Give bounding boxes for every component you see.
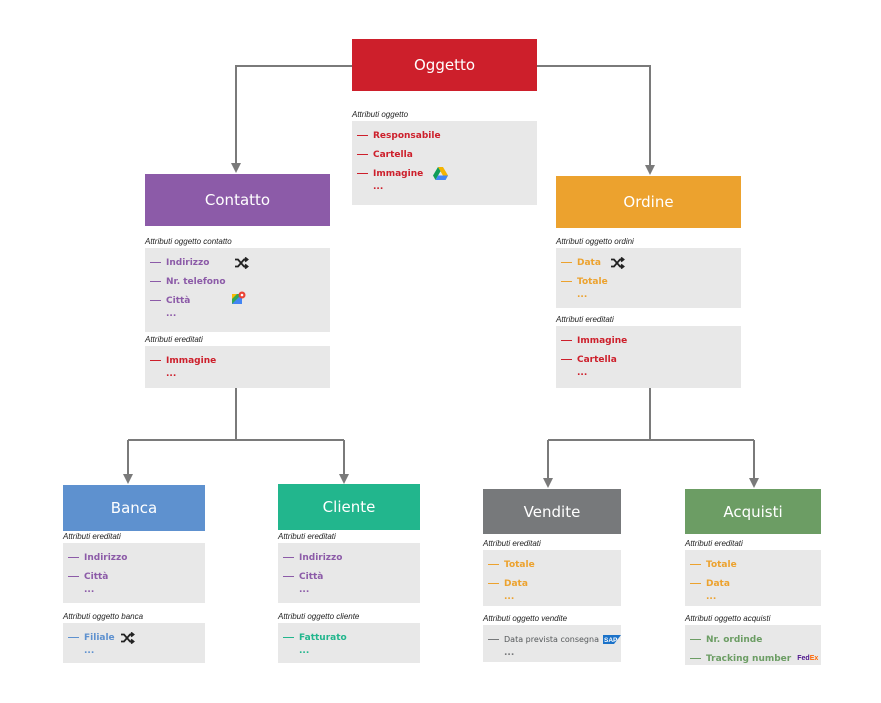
contatto-own-section-label: Attributi oggetto contatto xyxy=(145,237,232,246)
attribute-item: Città xyxy=(68,567,205,586)
attribute-item: Data xyxy=(488,574,621,593)
banca-inherited-attributes-panel: Indirizzo Città ... xyxy=(63,543,205,603)
shuffle-icon xyxy=(120,631,135,644)
attribute-item: Data xyxy=(561,253,741,272)
cliente-title: Cliente xyxy=(322,498,376,516)
google-drive-icon xyxy=(433,167,449,180)
attribute-item: Responsabile xyxy=(357,126,537,145)
attribute-item: Città xyxy=(150,291,330,310)
connector-oggetto-ordine xyxy=(537,65,655,175)
oggetto-title: Oggetto xyxy=(413,56,476,74)
attribute-item: Nr. ordinde xyxy=(690,630,821,649)
contatto-inherited-attributes-panel: Immagine ... xyxy=(145,346,330,388)
google-maps-icon xyxy=(232,291,246,305)
more-attributes: ... xyxy=(299,646,310,656)
more-attributes: ... xyxy=(706,592,717,602)
attribute-item: Totale xyxy=(690,555,821,574)
vendite-header: Vendite xyxy=(483,489,621,534)
attribute-item: Fatturato xyxy=(283,628,420,647)
cliente-inherited-section-label: Attributi ereditati xyxy=(278,532,336,541)
more-attributes: ... xyxy=(166,369,177,379)
vendite-inherited-section-label: Attributi ereditati xyxy=(483,539,541,548)
cliente-own-section-label: Attributi oggetto cliente xyxy=(278,612,360,621)
more-attributes: ... xyxy=(577,368,588,378)
connector-oggetto-contatto xyxy=(231,65,352,173)
more-attributes: ... xyxy=(84,646,95,656)
fedex-logo-fed: Fed xyxy=(797,655,810,662)
attribute-item: Filiale xyxy=(68,628,205,647)
ordine-inherited-section-label: Attributi ereditati xyxy=(556,315,614,324)
sap-logo-icon: SAP xyxy=(602,635,621,644)
oggetto-section-label: Attributi oggetto xyxy=(352,110,409,119)
shuffle-icon xyxy=(235,256,250,269)
contatto-header: Contatto xyxy=(145,174,330,226)
attribute-item: Indirizzo xyxy=(150,253,330,272)
oggetto-header: Oggetto xyxy=(352,39,537,91)
contatto-title: Contatto xyxy=(204,191,271,209)
more-attributes: ... xyxy=(166,309,177,319)
attribute-item: Immagine xyxy=(561,331,741,350)
more-attributes: ... xyxy=(504,648,515,658)
shuffle-icon xyxy=(610,256,625,269)
banca-own-section-label: Attributi oggetto banca xyxy=(63,612,144,621)
contatto-own-attributes-panel: Indirizzo Nr. telefono Città ... xyxy=(145,248,330,332)
cliente-own-attributes-panel: Fatturato ... xyxy=(278,623,420,663)
attribute-item: Immagine xyxy=(150,351,330,370)
ordine-title: Ordine xyxy=(623,193,674,211)
acquisti-title: Acquisti xyxy=(723,502,783,521)
vendite-own-section-label: Attributi oggetto vendite xyxy=(483,614,568,623)
ordine-own-attributes-panel: Data Totale ... xyxy=(556,248,741,308)
ordine-own-section-label: Attributi oggetto ordini xyxy=(556,237,634,246)
cliente-inherited-attributes-panel: Indirizzo Città ... xyxy=(278,543,420,603)
acquisti-inherited-section-label: Attributi ereditati xyxy=(685,539,743,548)
more-attributes: ... xyxy=(84,585,95,595)
more-attributes: ... xyxy=(299,585,310,595)
contatto-inherited-section-label: Attributi ereditati xyxy=(145,335,203,344)
acquisti-header: Acquisti xyxy=(685,489,821,534)
fedex-logo-ex: Ex xyxy=(809,655,819,662)
attribute-item: Totale xyxy=(488,555,621,574)
vendite-inherited-attributes-panel: Totale Data ... xyxy=(483,550,621,606)
ordine-header: Ordine xyxy=(556,176,741,228)
attribute-item: Cartella xyxy=(561,350,741,369)
attribute-item: Indirizzo xyxy=(68,548,205,567)
vendite-title: Vendite xyxy=(523,502,581,521)
attribute-item: Indirizzo xyxy=(283,548,420,567)
banca-title: Banca xyxy=(110,499,158,517)
attribute-item: Nr. telefono xyxy=(150,272,330,291)
attribute-item: Data prevista consegna SAP xyxy=(488,630,621,649)
attribute-item: Immagine xyxy=(357,164,537,183)
banca-own-attributes-panel: Filiale ... xyxy=(63,623,205,663)
cliente-header: Cliente xyxy=(278,484,420,530)
attribute-item: Città xyxy=(283,567,420,586)
attribute-item: Data xyxy=(690,574,821,593)
more-attributes: ... xyxy=(504,592,515,602)
sap-logo-text: SAP xyxy=(604,637,618,644)
ordine-inherited-attributes-panel: Immagine Cartella ... xyxy=(556,326,741,388)
attribute-item: Totale xyxy=(561,272,741,291)
more-attributes: ... xyxy=(373,182,384,192)
more-attributes: ... xyxy=(577,290,588,300)
banca-header: Banca xyxy=(63,485,205,531)
banca-inherited-section-label: Attributi ereditati xyxy=(63,532,121,541)
attribute-item: Cartella xyxy=(357,145,537,164)
oggetto-attributes-panel: Responsabile Cartella Immagine ... xyxy=(352,121,537,205)
acquisti-own-section-label: Attributi oggetto acquisti xyxy=(685,614,771,623)
vendite-own-attributes-panel: Data prevista consegna SAP ... xyxy=(483,625,621,662)
acquisti-inherited-attributes-panel: Totale Data ... xyxy=(685,550,821,606)
